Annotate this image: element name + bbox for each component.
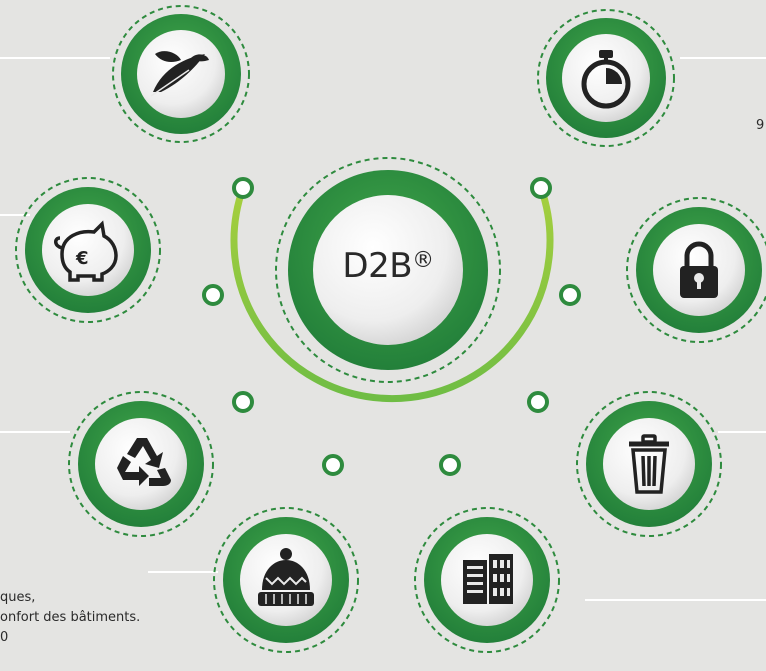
node-piggy-bank: €: [15, 177, 161, 323]
arc-dot: [530, 177, 552, 199]
arc-dot: [322, 454, 344, 476]
stopwatch-icon: [581, 50, 631, 109]
node-padlock: [626, 197, 766, 343]
node-stopwatch: [537, 9, 675, 147]
connector-lines: [0, 57, 766, 601]
node-trash: [576, 391, 722, 537]
node-building: [414, 507, 560, 653]
arc-dot: [232, 391, 254, 413]
trash-bin-icon: [629, 434, 669, 494]
node-feathers: [112, 5, 250, 143]
text-fragment-1: ques,: [0, 590, 36, 605]
arc-dot: [232, 177, 254, 199]
padlock-icon: [680, 241, 718, 298]
text-fragment-right: 9: [756, 118, 765, 133]
center-label: D2B®: [342, 246, 434, 286]
text-fragment-3: 0: [0, 630, 9, 645]
arc-dot: [439, 454, 461, 476]
building-icon: [463, 554, 513, 604]
recycle-icon: [117, 438, 171, 486]
central-arc: [230, 186, 554, 403]
arc-dot: [202, 284, 224, 306]
text-fragment-2: onfort des bâtiments.: [0, 610, 141, 625]
arc-dot: [559, 284, 581, 306]
node-recycle: [68, 391, 214, 537]
piggy-bank-euro-icon: €: [54, 220, 118, 282]
arc-dots: [202, 177, 581, 476]
svg-text:€: €: [75, 248, 89, 269]
center-node: [275, 157, 501, 383]
wool-hat-icon: [258, 548, 314, 606]
feathers-icon: [150, 51, 209, 97]
node-wool-hat: [213, 507, 359, 653]
arc-dot: [527, 391, 549, 413]
